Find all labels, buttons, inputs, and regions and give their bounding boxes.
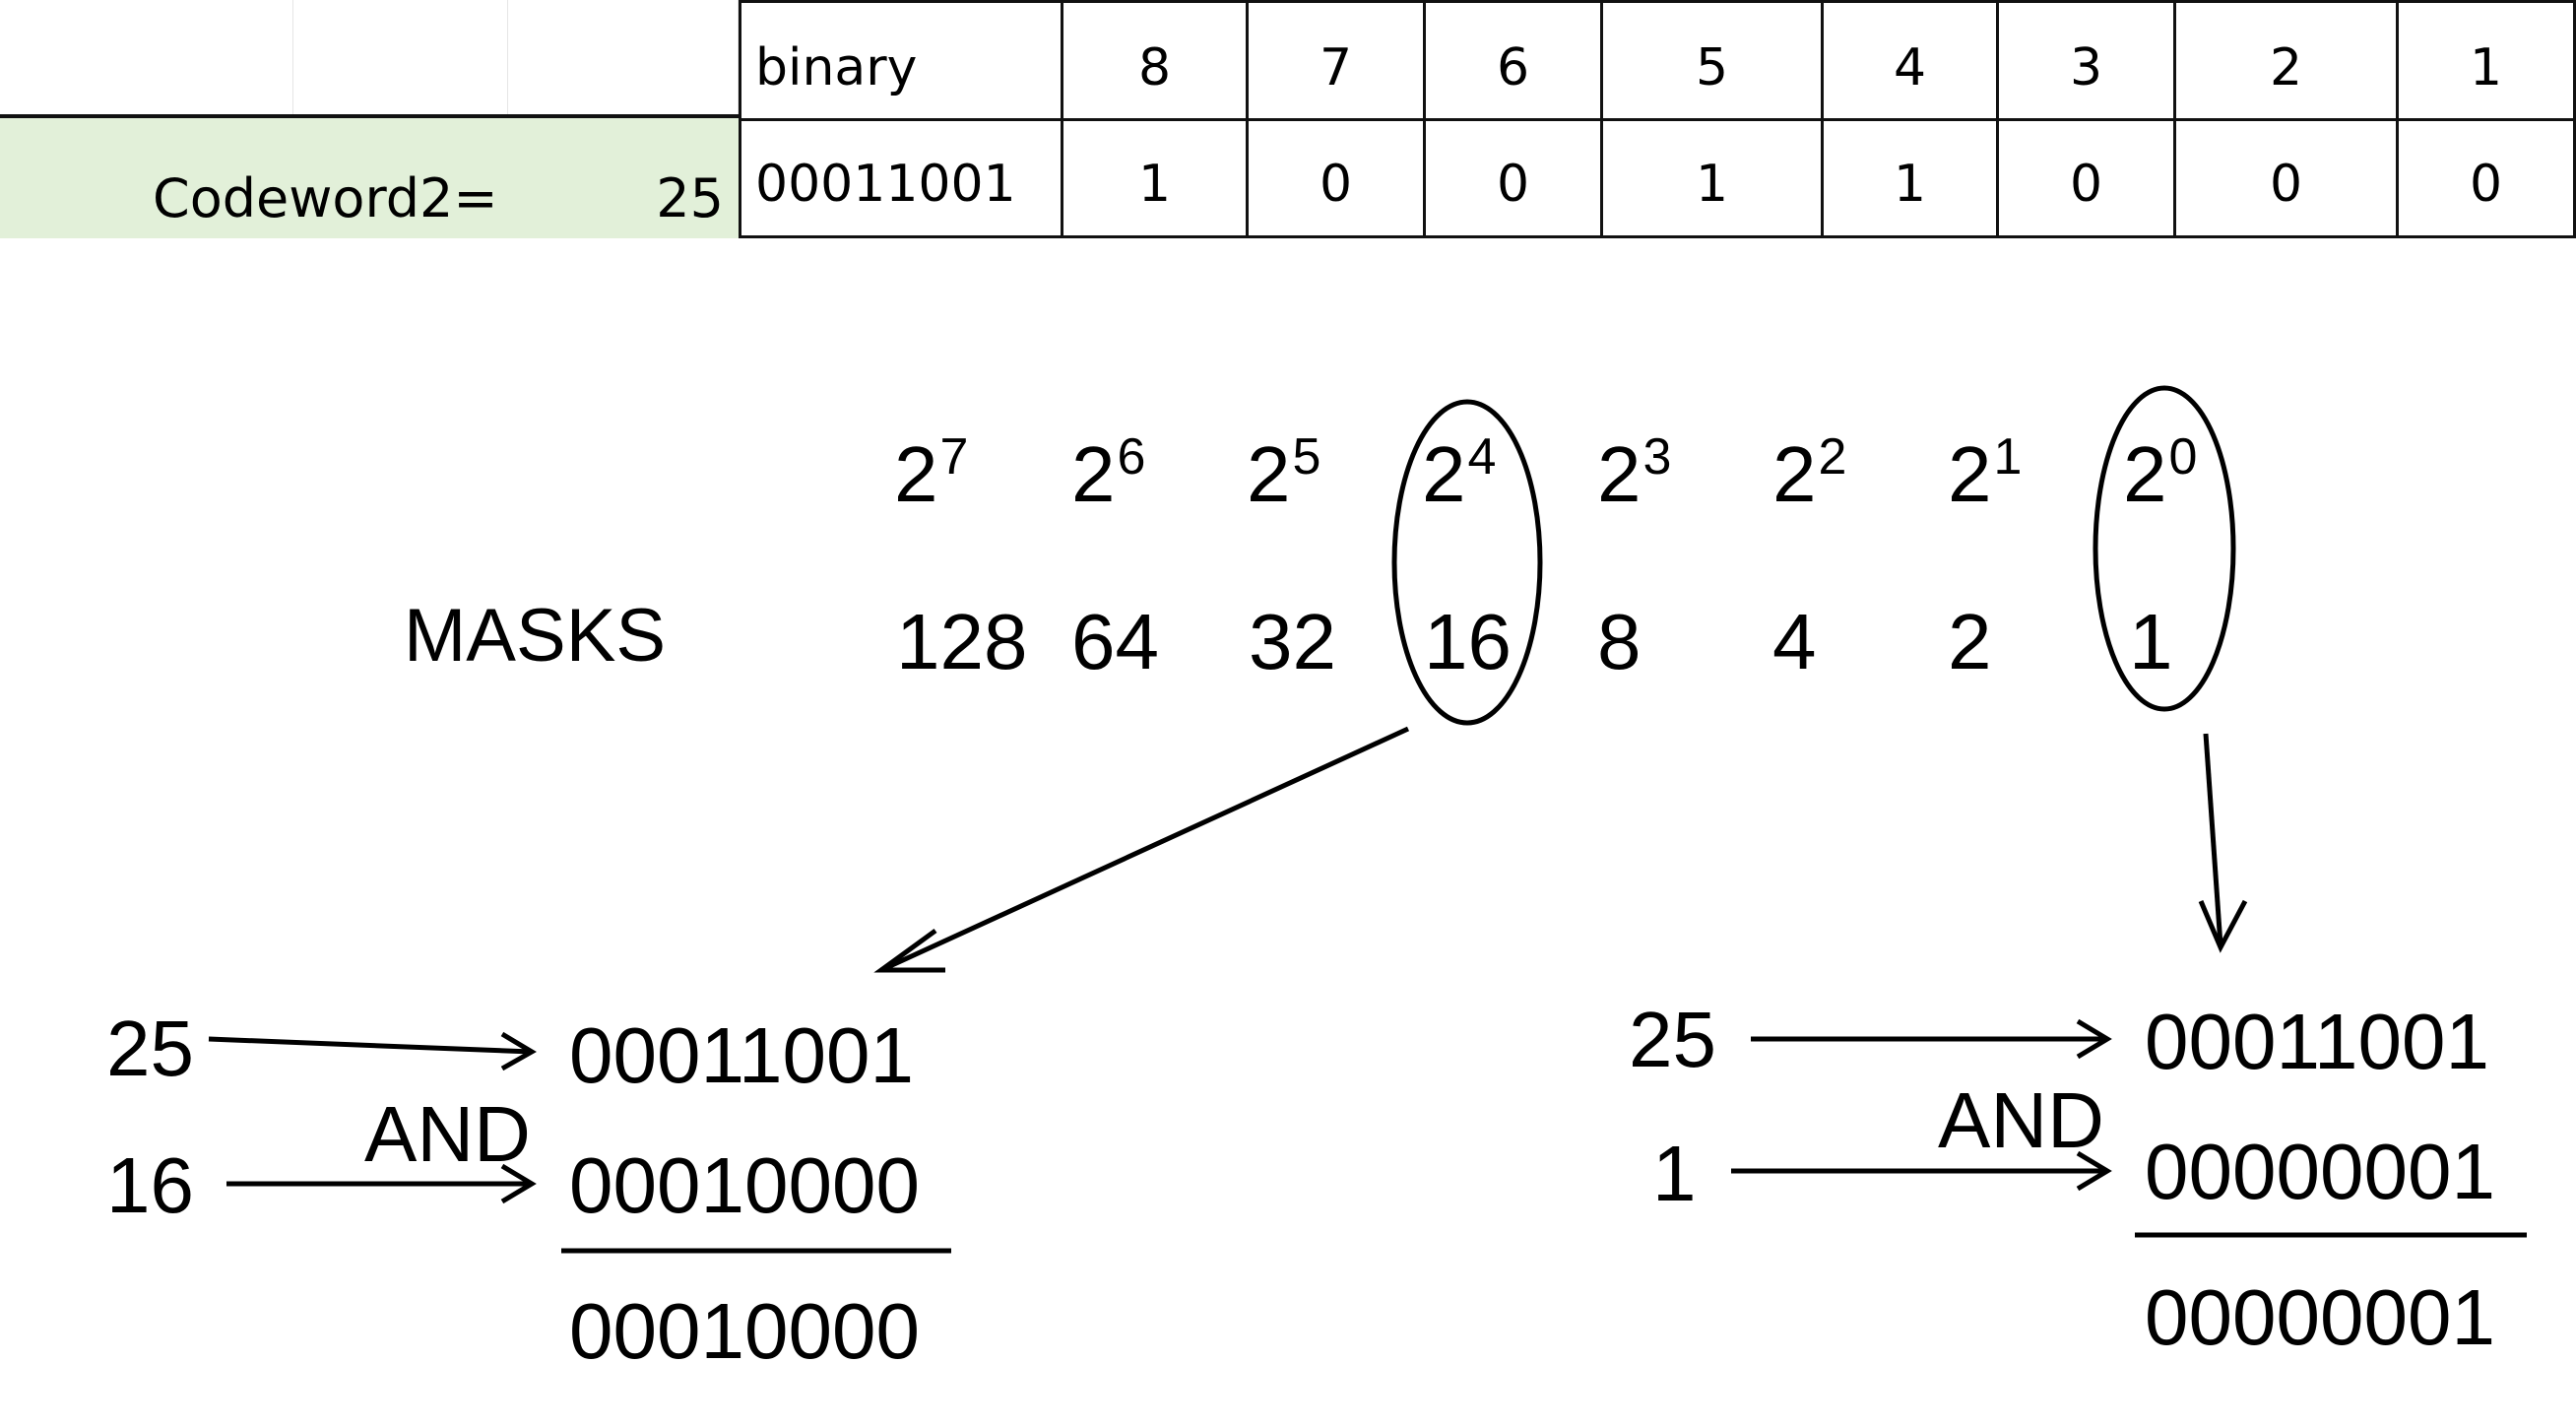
mask-value: 8	[1597, 598, 1642, 685]
bit-position-header[interactable]: 8	[1063, 0, 1249, 118]
bit-position-header[interactable]: 4	[1824, 0, 1999, 118]
mask-value: 128	[896, 598, 1028, 685]
mask-value: 4	[1772, 598, 1817, 685]
bit-position-header[interactable]: 1	[2399, 0, 2576, 118]
bit-position-header[interactable]: 3	[1999, 0, 2176, 118]
bit-value-cell[interactable]: 0	[1426, 118, 1603, 238]
empty-cell[interactable]	[508, 0, 739, 116]
mask-value: 16	[1424, 598, 1512, 685]
bit-value-cell[interactable]: 0	[2176, 118, 2399, 238]
empty-cell[interactable]	[293, 0, 508, 116]
codeword-row-highlight	[0, 114, 739, 238]
bit-position-header[interactable]: 2	[2176, 0, 2399, 118]
right-binary-b: 00000001	[2145, 1128, 2495, 1215]
left-binary-b: 00010000	[569, 1141, 920, 1229]
power-2-2: 22	[1772, 428, 1847, 518]
bit-position-header[interactable]: 7	[1249, 0, 1426, 118]
right-input-a: 25	[1629, 996, 1716, 1083]
arrow-right-1	[1731, 1150, 2112, 1192]
mask-value: 2	[1948, 598, 1992, 685]
power-2-0: 20	[2123, 428, 2198, 518]
power-2-7: 27	[894, 428, 969, 518]
left-result: 00010000	[569, 1287, 920, 1375]
power-2-5: 25	[1247, 428, 1321, 518]
arrow-mask1-to-right	[2198, 733, 2248, 953]
power-2-4: 24	[1422, 428, 1497, 518]
bit-position-header[interactable]: 6	[1426, 0, 1603, 118]
right-input-b: 1	[1652, 1130, 1697, 1217]
codeword-value[interactable]: 25	[656, 167, 724, 229]
bit-value-cell[interactable]: 1	[1063, 118, 1249, 238]
power-2-1: 21	[1948, 428, 2023, 518]
bit-value-cell[interactable]: 1	[1824, 118, 1999, 238]
right-result: 00000001	[2145, 1273, 2495, 1361]
bit-value-cell[interactable]: 0	[1249, 118, 1426, 238]
empty-cell[interactable]	[0, 0, 293, 116]
bit-position-header[interactable]: 5	[1603, 0, 1824, 118]
mask-value: 32	[1249, 598, 1336, 685]
mask-value: 64	[1071, 598, 1159, 685]
power-2-6: 26	[1071, 428, 1146, 518]
circle-mask-16	[1391, 399, 1543, 726]
mask-value: 1	[2129, 598, 2173, 685]
left-binary-a: 00011001	[569, 1011, 914, 1099]
bit-value-cell[interactable]: 1	[1603, 118, 1824, 238]
arrow-left-16	[226, 1163, 537, 1204]
codeword-label[interactable]: Codeword2=	[153, 167, 498, 229]
bit-value-cell[interactable]: 0	[2399, 118, 2576, 238]
bit-value-cell[interactable]: 0	[1999, 118, 2176, 238]
right-binary-a: 00011001	[2145, 998, 2489, 1085]
arrow-mask16-to-left	[873, 726, 1410, 973]
left-input-a: 25	[106, 1005, 194, 1092]
left-input-b: 16	[106, 1141, 194, 1229]
power-2-3: 23	[1597, 428, 1672, 518]
binary-header-cell[interactable]: binary	[739, 0, 1063, 118]
circle-mask-1	[2093, 385, 2236, 712]
left-and-operator: AND	[364, 1090, 531, 1178]
arrow-right-25	[1751, 1018, 2112, 1060]
binary-value-cell[interactable]: 00011001	[739, 118, 1063, 238]
masks-label: MASKS	[404, 594, 667, 678]
arrow-left-25	[208, 1031, 537, 1071]
right-and-operator: AND	[1938, 1076, 2104, 1164]
